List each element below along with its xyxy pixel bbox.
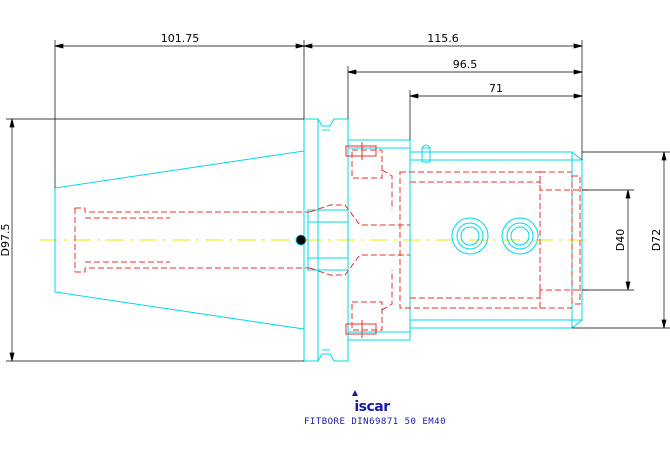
dim-length-left: 101.75 <box>161 32 200 45</box>
drawing-caption: FITBORE DIN69871 50 EM40 <box>304 417 446 427</box>
dimension-lines <box>6 40 670 362</box>
dim-diameter-body: D72 <box>650 229 663 251</box>
dim-length-mid: 96.5 <box>453 58 478 71</box>
dim-length-total: 115.6 <box>427 32 459 45</box>
hidden-lines <box>74 149 590 331</box>
origin-marker <box>296 235 306 245</box>
tool-outline <box>54 118 583 362</box>
screw-hole-right <box>501 217 539 255</box>
dim-diameter-bore: D40 <box>614 229 627 251</box>
logo-text: iscar <box>354 399 390 415</box>
iscar-logo: iscar <box>352 390 391 415</box>
dim-length-bore: 71 <box>489 82 503 95</box>
screw-hole-left <box>451 217 489 255</box>
screw-details <box>345 142 377 338</box>
body-outline <box>410 151 583 329</box>
dim-diameter-flange: D97.5 <box>0 224 12 257</box>
